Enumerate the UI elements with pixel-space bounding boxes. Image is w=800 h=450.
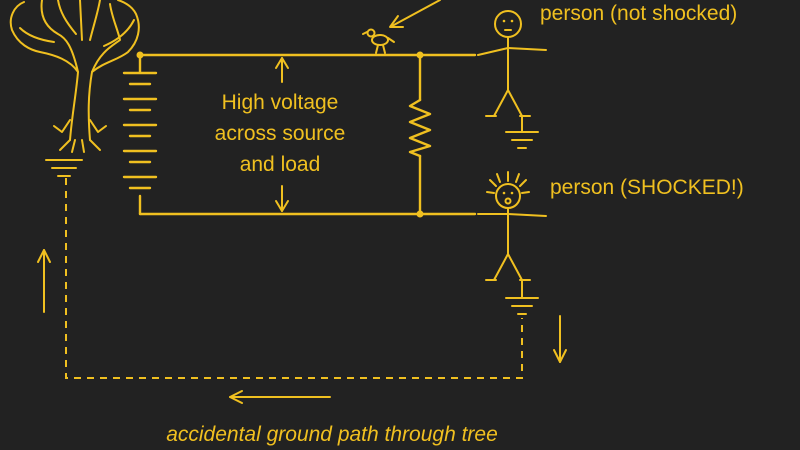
pointer-arrow [389,0,441,28]
label-high-voltage-3: and load [240,153,321,176]
label-high-voltage-1: High voltage [222,91,339,114]
battery-icon [122,71,158,190]
bird-icon [362,28,395,54]
label-person-shocked: person (SHOCKED!) [550,176,744,199]
flow-arrow-left [229,390,331,404]
label-person-not-shocked: person (not shocked) [540,2,737,25]
voltage-arrow-down [275,185,289,212]
ground-icon [45,159,83,177]
resistor-icon [408,98,432,158]
flow-arrow-down [553,315,567,363]
tree-icon [9,0,140,153]
person-icon [477,10,547,149]
shocked-person-icon [477,171,547,315]
flow-arrow-up [37,249,51,313]
voltage-arrow-up [275,57,289,83]
label-ground-path: accidental ground path through tree [166,423,498,446]
label-high-voltage-2: across source [215,122,346,145]
circuit-wires [136,51,477,218]
ground-path-dashed [65,178,523,379]
